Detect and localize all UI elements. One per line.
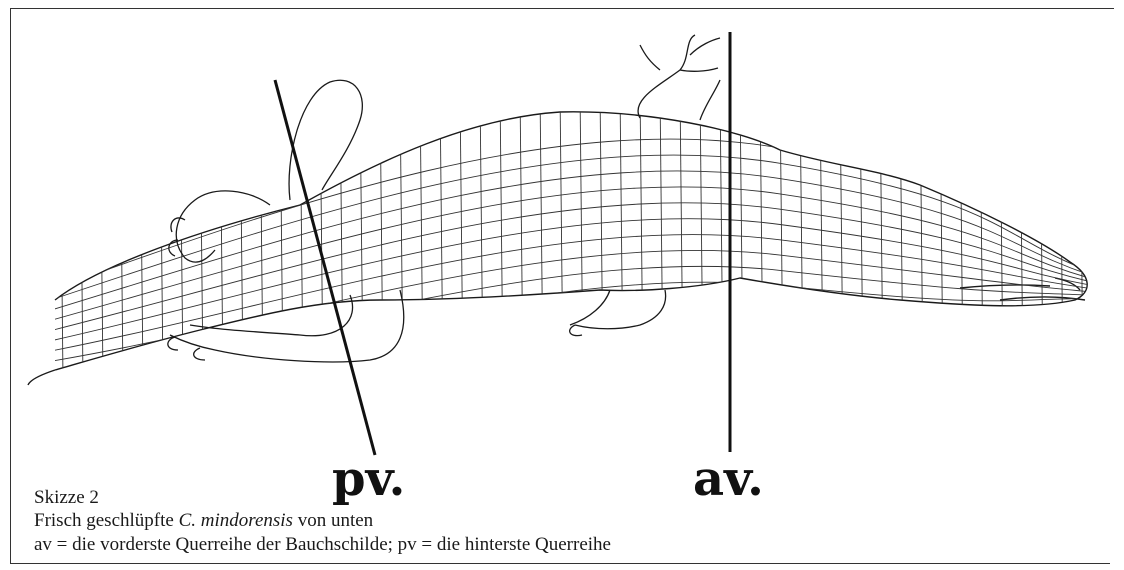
- caption-description: Frisch geschlüpfte C. mindorensis von un…: [34, 511, 373, 530]
- caption-title: Skizze 2: [34, 488, 99, 507]
- caption-description-suffix: von unten: [293, 510, 373, 531]
- scale-pattern: [50, 90, 1090, 402]
- caption-description-prefix: Frisch geschlüpfte: [34, 510, 179, 531]
- pv-marker-label: pv.: [332, 455, 405, 503]
- crocodile-limbs: [168, 35, 720, 362]
- crocodile-body: [28, 112, 1087, 385]
- caption-species-name: C. mindorensis: [179, 510, 293, 531]
- caption-legend: av = die vorderste Querreihe der Bauchsc…: [34, 535, 611, 554]
- av-marker-label: av.: [693, 455, 764, 503]
